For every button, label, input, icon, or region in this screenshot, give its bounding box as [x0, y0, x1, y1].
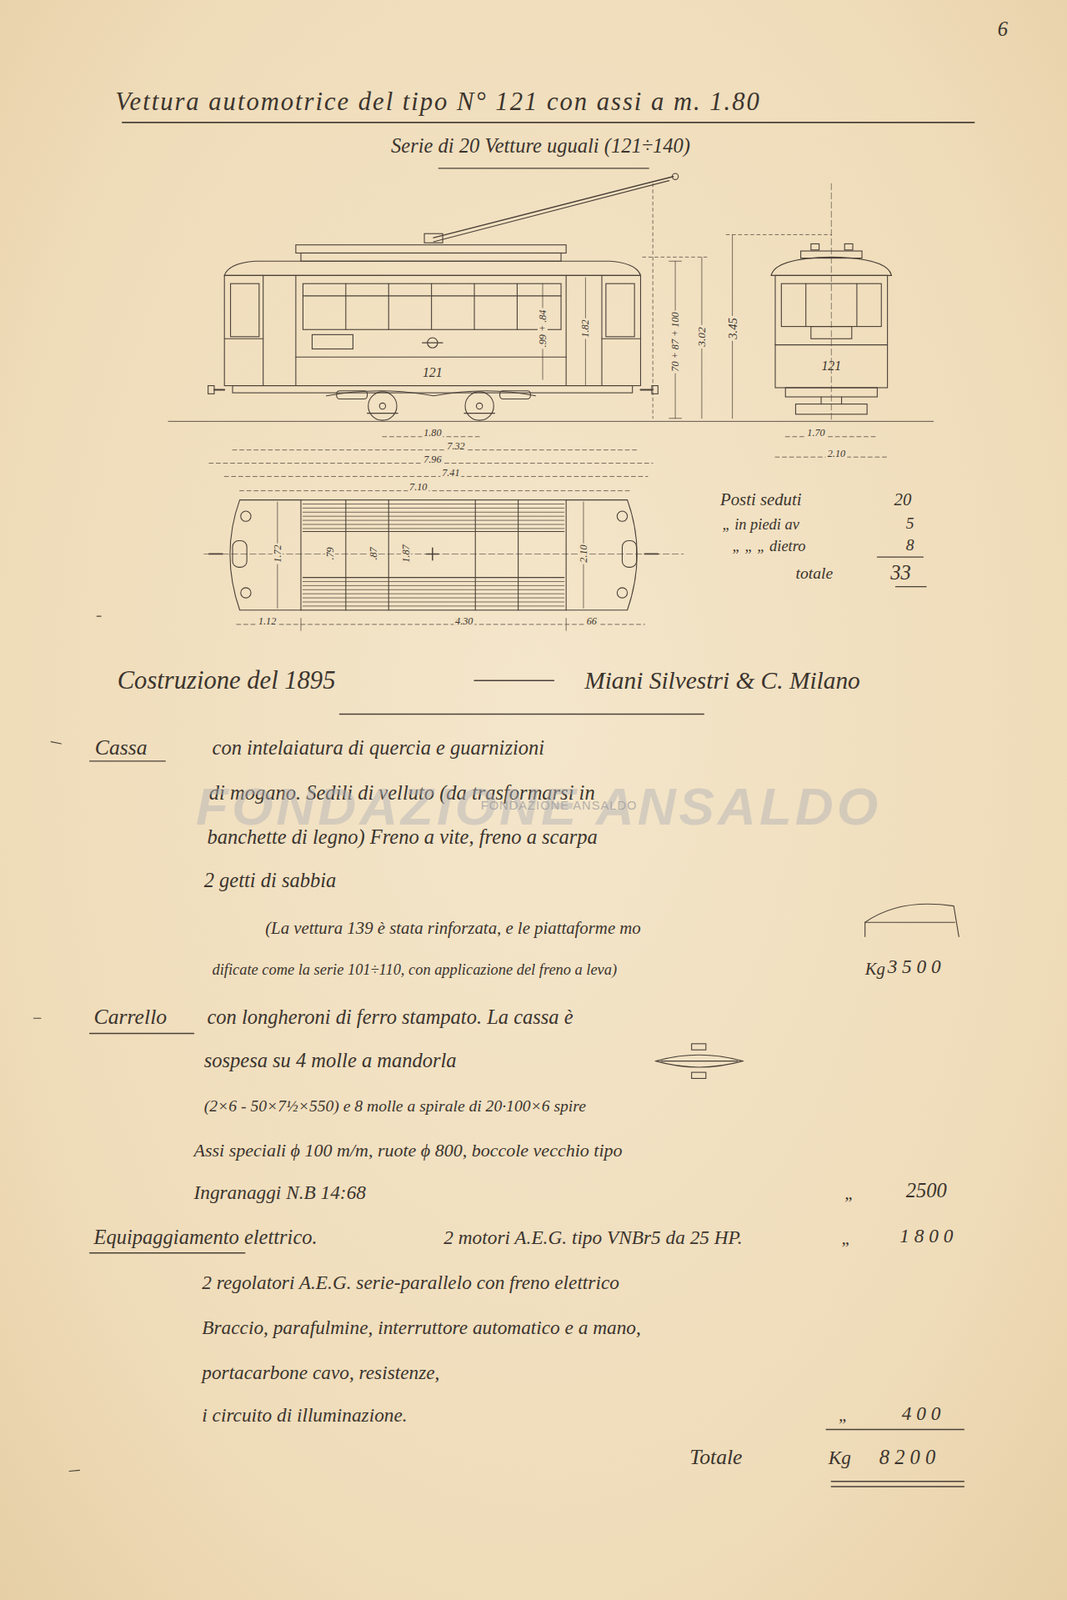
spec-text: 2 motori A.E.G. tipo VNBr5 da 25 HP.: [443, 1227, 742, 1248]
dimension: .79: [325, 546, 336, 562]
dimension: 7.32: [445, 440, 466, 451]
dimension: 1.82: [580, 317, 591, 339]
dimension: 1.12: [256, 616, 278, 627]
dimension: 3.02: [696, 325, 708, 349]
spec-text: Assi speciali ϕ 100 m/m, ruote ϕ 800, bo…: [194, 1141, 623, 1160]
dimension: 1.70: [805, 427, 827, 438]
dimension: 2.10: [826, 448, 847, 459]
table-cell: 20: [894, 490, 912, 509]
dimension: 7.41: [440, 467, 461, 478]
table-cell: totale: [795, 565, 833, 582]
weight-value: 2500: [906, 1180, 947, 1202]
dimension: 3.45: [726, 315, 739, 341]
watermark: FONDAZIONE ANSALDO: [480, 799, 638, 812]
dimension: 4.30: [453, 616, 475, 627]
subtitle: Serie di 20 Vetture uguali (121÷140): [390, 135, 691, 157]
table-cell: 8: [906, 536, 915, 554]
spec-note: (La vettura 139 è stata rinforzata, e le…: [265, 919, 642, 937]
spec-text: 2 getti di sabbia: [204, 870, 337, 892]
ditto-mark: „: [838, 1406, 849, 1424]
weight-value: 1 8 0 0: [899, 1226, 953, 1246]
table-cell: „ in piedi av: [721, 516, 799, 532]
total-label: Totale: [689, 1446, 742, 1468]
unit: Kg: [865, 960, 886, 978]
page-number: 6: [997, 19, 1008, 41]
dimension: 66: [585, 616, 599, 627]
spec-text: con intelaiatura di quercia e guarnizion…: [212, 737, 546, 759]
ditto-mark: „: [844, 1184, 855, 1203]
car-number: 121: [422, 365, 443, 380]
dimension: 1.87: [400, 543, 411, 565]
table-cell: 5: [906, 515, 915, 532]
page-title: Vettura automotrice del tipo N° 121 con …: [115, 89, 762, 116]
table-cell: 33: [890, 562, 912, 584]
weight-value: 3 5 0 0: [887, 956, 942, 977]
spec-text: i circuito di illuminazione.: [201, 1405, 407, 1425]
spec-text: sospesa su 4 molle a mandorla: [204, 1050, 457, 1072]
spec-text: Ingranaggi N.B 14:68: [194, 1182, 366, 1203]
section-heading: Cassa: [95, 736, 148, 759]
dimension: 1.72: [272, 543, 283, 565]
maker-name: Miani Silvestri & C. Milano: [584, 668, 861, 693]
dimension: 2.10: [578, 543, 589, 565]
dimension: 1.80: [421, 427, 443, 438]
spec-text: Braccio, parafulmine, interruttore autom…: [201, 1317, 642, 1338]
unit: Kg: [828, 1447, 852, 1468]
dimension: 70 + 87 + 100: [670, 310, 681, 373]
dimension: 7.10: [407, 481, 429, 492]
weight-value: 4 0 0: [901, 1403, 942, 1423]
table-cell: Posti seduti: [720, 490, 802, 509]
section-heading: Equipaggiamento elettrico.: [94, 1227, 318, 1248]
spec-text: portacarbone cavo, resistenze,: [201, 1362, 440, 1383]
weight-value: 8 2 0 0: [879, 1447, 936, 1468]
spec-note: dificate come la serie 101÷110, con appl…: [212, 961, 618, 977]
dimension: 7.96: [421, 454, 443, 465]
spec-text: 2 regolatori A.E.G. serie-parallelo con …: [201, 1272, 620, 1293]
car-number: 121: [821, 359, 842, 373]
construction-note: Costruzione del 1895: [117, 667, 336, 694]
dimension: .87: [368, 546, 379, 562]
section-heading: Carrello: [94, 1006, 168, 1028]
ditto-mark: „: [841, 1229, 852, 1248]
table-cell: „ „ „ dietro: [732, 538, 807, 554]
spec-text: con longheroni di ferro stampato. La cas…: [206, 1006, 573, 1028]
dimension: .99 + .84: [537, 308, 548, 350]
spec-text: (2×6 - 50×7½×550) e 8 molle a spirale di…: [204, 1097, 587, 1115]
